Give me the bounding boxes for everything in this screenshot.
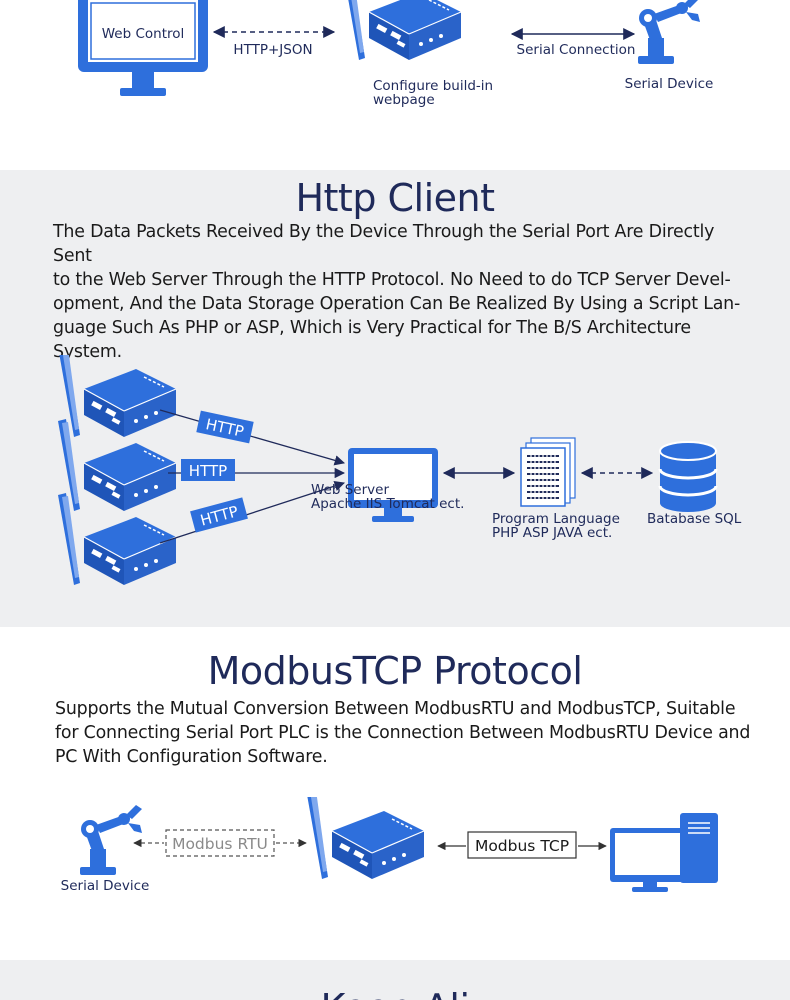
description-line: guage Such As PHP or ASP, Which is Very …: [53, 318, 691, 338]
description-line: to the Web Server Through the HTTP Proto…: [53, 270, 731, 290]
serial-device-label: Serial Device: [625, 76, 714, 92]
http-client-description: The Data Packets Received By the Device …: [53, 220, 753, 364]
description-line: for Connecting Serial Port PLC is the Co…: [55, 723, 751, 743]
database-icon: [658, 441, 718, 512]
modbus-diagram: Serial Device Modbus RTU Modbus TCP: [61, 797, 718, 894]
program-language-caption: Program Language PHP ASP JAVA ect.: [492, 512, 620, 540]
serial-device-label: Serial Device: [61, 878, 150, 894]
web-control-diagram-section: Web Control HTTP+JSON Configure build-in…: [0, 0, 790, 170]
modbus-tcp-section: ModbusTCP Protocol Supports the Mutual C…: [0, 627, 790, 960]
modbus-tcp-box: [467, 831, 577, 859]
http-tag: HTTP: [190, 497, 248, 533]
robot-arm-icon: [638, 0, 700, 64]
modbus-tcp-description: Supports the Mutual Conversion Between M…: [55, 697, 755, 769]
keep-alive-title: Keep Ali: [0, 986, 790, 1000]
modbus-tcp-label: Modbus TCP: [475, 837, 569, 855]
web-control-label: Web Control: [102, 26, 185, 42]
monitor-icon: [348, 448, 438, 522]
serial-connection-label: Serial Connection: [517, 42, 636, 58]
monitor-icon: [78, 0, 208, 96]
modbus-rtu-box: [165, 829, 275, 857]
description-line: Supports the Mutual Conversion Between M…: [55, 699, 736, 719]
modbus-tcp-title: ModbusTCP Protocol: [207, 649, 583, 693]
description-line: PC With Configuration Software.: [55, 747, 328, 767]
router-icon: [57, 355, 177, 438]
description-line: System.: [53, 342, 122, 362]
keep-alive-section: Keep Ali: [0, 960, 790, 1000]
web-control-diagram: Web Control HTTP+JSON Configure build-in…: [78, 0, 714, 108]
modbus-rtu-label: Modbus RTU: [172, 835, 268, 853]
router-icon: [342, 0, 462, 61]
web-server-label-line2: Apache IIS Tomcat ect.: [311, 496, 464, 512]
http-arrow: [159, 409, 345, 466]
description-line: opment, And the Data Storage Operation C…: [53, 294, 741, 314]
configure-label-line1: Configure build-in: [373, 78, 493, 94]
document-icon: [520, 437, 576, 507]
program-language-line2: PHP ASP JAVA ect.: [492, 525, 613, 541]
web-server-label-line1: Web Server: [311, 482, 389, 498]
pc-icon: [610, 813, 718, 892]
http-json-label: HTTP+JSON: [233, 42, 312, 58]
robot-arm-icon: [80, 805, 142, 875]
http-arrow: [159, 480, 345, 544]
http-tag: HTTP: [196, 410, 254, 444]
database-label: Batabase SQL: [647, 511, 742, 527]
http-tag: HTTP: [181, 459, 235, 481]
http-client-diagram: HTTP HTTP HTTP Web Server Apache IIS Tom…: [57, 355, 718, 586]
configure-label-line2: webpage: [373, 92, 435, 108]
program-language-line1: Program Language: [492, 511, 620, 527]
http-client-title: Http Client: [295, 176, 495, 220]
http-client-section: Http Client The Data Packets Received By…: [0, 170, 790, 627]
svg-text:HTTP: HTTP: [189, 462, 227, 480]
description-line: The Data Packets Received By the Device …: [53, 222, 715, 266]
router-icon: [305, 797, 425, 880]
